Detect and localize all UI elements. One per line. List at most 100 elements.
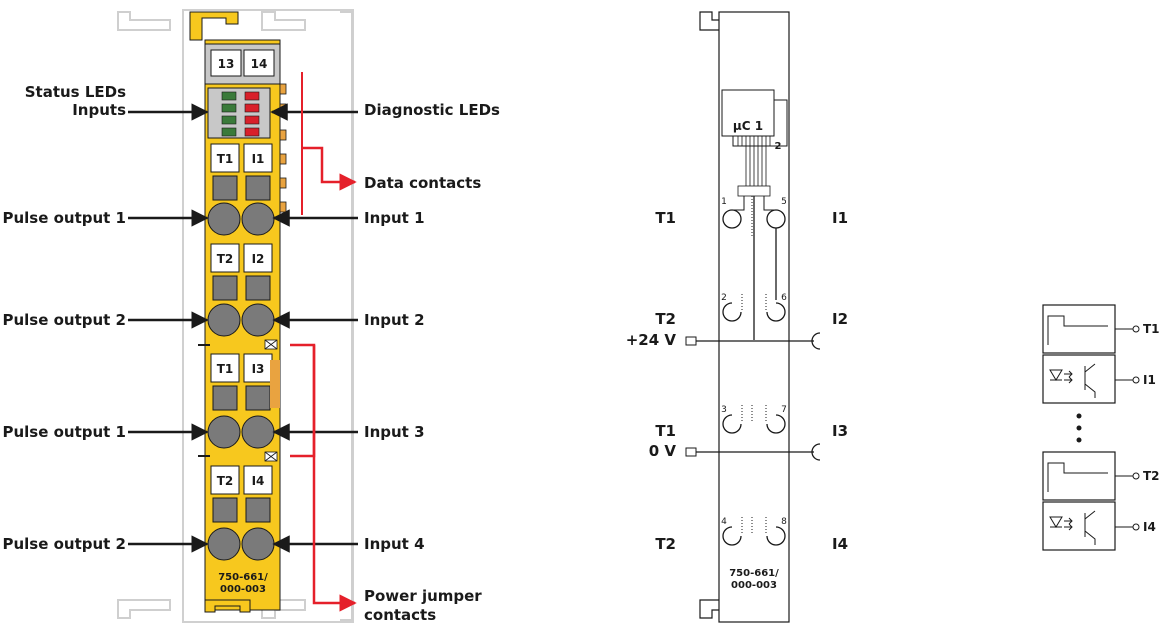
pin-4: 4 <box>721 517 727 527</box>
tlabel-i1: I1 <box>252 152 265 166</box>
release-1b <box>245 175 271 201</box>
callout-input-3: Input 3 <box>364 423 425 441</box>
callout-status-leds: Status LEDs <box>25 83 126 101</box>
data-contact-3 <box>279 129 287 141</box>
label-box-14 <box>243 49 275 77</box>
tbox-t2-upper <box>210 243 240 273</box>
led-2 <box>244 91 260 101</box>
callout-diagnostic-leds: Diagnostic LEDs <box>364 101 500 119</box>
tlabel-t1-upper: T1 <box>217 152 234 166</box>
terminal-5 <box>766 209 786 229</box>
wire-terminal-1 <box>732 196 745 211</box>
schematic-part-number-1: 750-661/ <box>729 568 779 579</box>
callout-input-2: Input 2 <box>364 311 425 329</box>
module-top-hook <box>189 11 239 41</box>
screw-4a <box>207 527 241 561</box>
data-contact-4 <box>279 153 287 165</box>
tbox-i3 <box>243 353 273 383</box>
release-2a <box>212 275 238 301</box>
tlabel-t2-upper: T2 <box>217 252 234 266</box>
supply-24v-jumper <box>685 336 697 346</box>
pin-2: 2 <box>721 293 727 303</box>
tbox-i2 <box>243 243 273 273</box>
screw-2b <box>241 303 275 337</box>
release-1a <box>212 175 238 201</box>
callout-data-contacts: Data contacts <box>364 174 481 192</box>
screw-pair-4 <box>207 527 275 561</box>
jumper-cross-2 <box>264 451 278 462</box>
tlabel-i4: I4 <box>252 474 265 488</box>
schem-label-t2-lower: T2 <box>655 535 676 553</box>
led-1 <box>221 91 237 101</box>
jumper-marker-1 <box>264 339 278 350</box>
schem-label-t2-upper: T2 <box>655 310 676 328</box>
callout-power-jumper-contacts: contacts <box>364 606 436 624</box>
release-4b <box>245 497 271 523</box>
screw-1b <box>241 202 275 236</box>
callouts: Status LEDs Inputs Diagnostic LEDs Data … <box>2 72 500 624</box>
schem-label-24v: +24 V <box>626 331 677 349</box>
data-contact-5 <box>279 177 287 189</box>
data-contact-1 <box>279 83 287 95</box>
din-rail-outline <box>117 11 171 619</box>
terminal-4 <box>722 526 742 546</box>
schem-label-i2: I2 <box>832 310 848 328</box>
callout-pulse-output-1a: Pulse output 1 <box>2 209 126 227</box>
callout-pulse-output-2a: Pulse output 2 <box>2 311 126 329</box>
ellipsis-dot-1 <box>1076 413 1082 419</box>
wire-terminal-5 <box>763 196 774 211</box>
input-box-2 <box>1042 501 1116 551</box>
label-14: 14 <box>251 57 268 71</box>
arrow-power-jumper <box>312 345 357 612</box>
ellipsis-dot-2 <box>1076 425 1082 431</box>
terminal-7 <box>766 414 786 434</box>
led-3 <box>221 103 237 113</box>
uc-label: µC 1 <box>733 119 763 133</box>
schem-label-t1-upper: T1 <box>655 209 676 227</box>
screw-3b <box>241 415 275 449</box>
pin-8: 8 <box>781 517 787 527</box>
uc-pin-bus <box>745 146 767 186</box>
circuit-label-t2: T2 <box>1143 469 1160 483</box>
opto-light-2 <box>1064 517 1073 531</box>
schem-label-i3: I3 <box>832 422 848 440</box>
terminal-2 <box>722 302 742 322</box>
circuit-label-i1: I1 <box>1143 373 1156 387</box>
jumper-marker-2 <box>264 451 278 462</box>
schem-label-0v: 0 V <box>649 442 677 460</box>
supply-0v-end <box>811 443 821 461</box>
uc-chip-1 <box>721 89 775 137</box>
tbox-t1-lower <box>210 353 240 383</box>
arrow-data-contacts <box>302 146 357 191</box>
schem-label-i4: I4 <box>832 535 848 553</box>
module-part-number-2: 000-003 <box>220 584 266 595</box>
optocoupler-1 <box>1049 363 1096 398</box>
terminal-1 <box>722 209 742 229</box>
tlabel-t1-lower: T1 <box>217 362 234 376</box>
screw-4b <box>241 527 275 561</box>
power-contact-tab <box>270 360 280 408</box>
pulse-waveform-1 <box>1047 315 1108 345</box>
input-box-1 <box>1042 354 1116 404</box>
circuit-symbol: T1 I1 T2 I4 <box>1042 304 1160 551</box>
pulse-output-box-2 <box>1042 451 1116 501</box>
uc-pins <box>737 136 771 197</box>
callout-status-leds-inputs: Inputs <box>72 101 126 119</box>
led-8 <box>244 127 260 137</box>
screw-pair-1 <box>207 202 275 236</box>
pin-1: 1 <box>721 197 727 207</box>
supply-0v-jumper <box>685 447 697 457</box>
release-2b <box>245 275 271 301</box>
led-5 <box>221 115 237 125</box>
opto-transistor-2 <box>1084 510 1096 545</box>
release-3b <box>245 385 271 411</box>
screw-2a <box>207 303 241 337</box>
module-drawing: 13 14 T1 I1 <box>117 9 354 623</box>
uc-bus-box <box>737 185 771 197</box>
opto-diode-1 <box>1049 369 1063 381</box>
pulse-waveform-2 <box>1047 462 1108 492</box>
callout-pulse-output-2b: Pulse output 2 <box>2 535 126 553</box>
callout-power-jumper: Power jumper <box>364 587 482 605</box>
rail-right-edge <box>340 11 353 621</box>
